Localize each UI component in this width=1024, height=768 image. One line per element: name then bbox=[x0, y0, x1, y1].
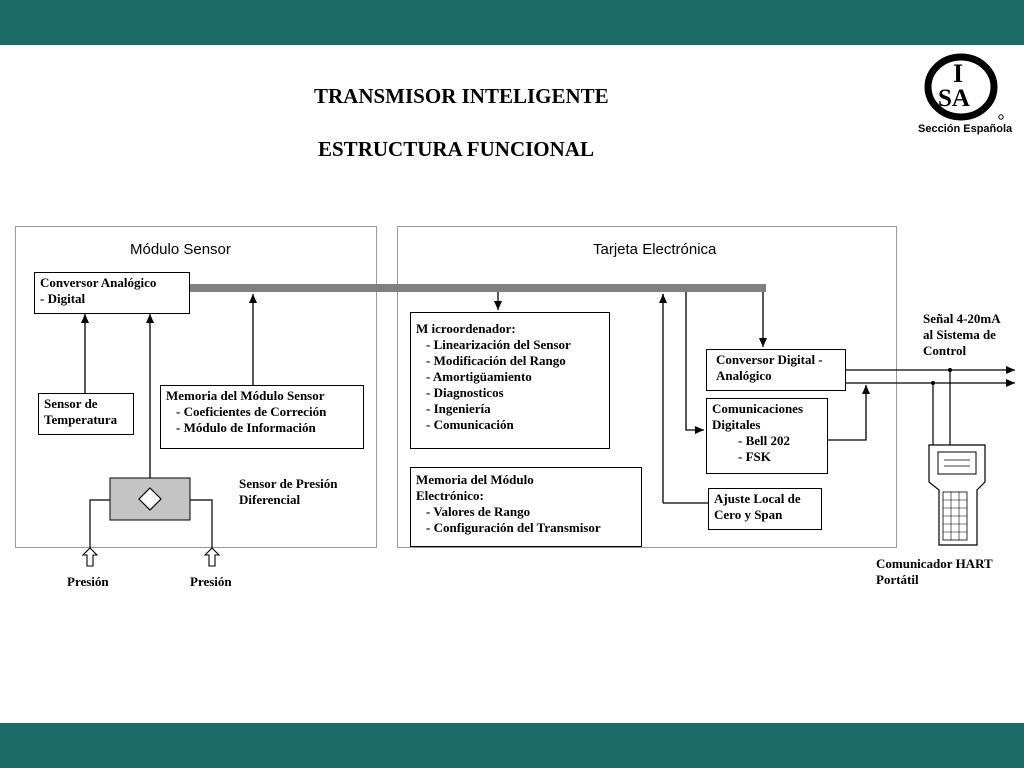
electronic-memory-box: Memoria del Módulo Electrónico: - Valore… bbox=[410, 467, 642, 547]
logo-letters-sa: SA bbox=[938, 85, 970, 112]
arrow-comms-to-output bbox=[828, 385, 870, 441]
diff-pressure-sensor-label: Sensor de Presión Diferencial bbox=[239, 476, 337, 508]
bottom-band bbox=[0, 723, 1024, 768]
signal-line1: Señal 4-20mA bbox=[923, 311, 1001, 326]
microcomputer-box: M icroordenador: - Linearización del Sen… bbox=[410, 312, 610, 449]
hart-communicator-icon bbox=[928, 444, 986, 546]
hart-communicator-label: Comunicador HART Portátil bbox=[876, 556, 993, 588]
micro-line2: - Linearización del Sensor bbox=[426, 337, 571, 352]
comms-line1: Comunicaciones bbox=[712, 401, 803, 416]
digital-comms-box: Comunicaciones Digitales - Bell 202 - FS… bbox=[706, 398, 828, 474]
adjust-line2: Cero y Span bbox=[714, 507, 783, 522]
comms-line3: - Bell 202 bbox=[738, 433, 790, 448]
temp-sensor-line2: Temperatura bbox=[44, 412, 118, 427]
pressure-right-label: Presión bbox=[190, 574, 232, 589]
ad-converter-line2: - Digital bbox=[40, 291, 86, 306]
da-converter-line2: Analógico bbox=[716, 368, 772, 383]
micro-line1: M icroordenador: bbox=[416, 321, 516, 336]
da-converter-line1: Conversor Digital - bbox=[716, 352, 823, 367]
elec-memory-line2: Electrónico: bbox=[416, 488, 484, 503]
pressure-sensor-diaphragm-icon bbox=[138, 487, 162, 511]
hart-line2: Portátil bbox=[876, 572, 919, 587]
diff-pressure-line2: Diferencial bbox=[239, 492, 301, 507]
micro-line4: - Amortigüamiento bbox=[426, 369, 532, 384]
pressure-left-label: Presión bbox=[67, 574, 109, 589]
micro-line3: - Modificación del Rango bbox=[426, 353, 566, 368]
signal-line3: Control bbox=[923, 343, 967, 358]
adjust-line1: Ajuste Local de bbox=[714, 491, 801, 506]
signal-output-label: Señal 4-20mA al Sistema de Control bbox=[923, 311, 1001, 359]
electronic-card-title: Tarjeta Electrónica bbox=[593, 241, 717, 258]
temp-sensor-line1: Sensor de bbox=[44, 396, 98, 411]
sensor-memory-line2: - Coeficientes de Correción bbox=[176, 404, 327, 419]
elec-memory-line3: - Valores de Rango bbox=[426, 504, 531, 519]
sensor-memory-line1: Memoria del Módulo Sensor bbox=[166, 388, 325, 403]
sensor-memory-box: Memoria del Módulo Sensor - Coeficientes… bbox=[160, 385, 364, 449]
micro-line7: - Comunicación bbox=[426, 417, 514, 432]
temperature-sensor-box: Sensor de Temperatura bbox=[38, 393, 134, 435]
ad-converter-box: Conversor Analógico - Digital bbox=[34, 272, 190, 314]
hart-line1: Comunicador HART bbox=[876, 556, 993, 571]
electronic-card-panel bbox=[397, 226, 897, 548]
title-line2: ESTRUCTURA FUNCIONAL bbox=[318, 137, 594, 161]
sensor-memory-line3: - Módulo de Información bbox=[176, 420, 316, 435]
comms-line2: Digitales bbox=[712, 417, 761, 432]
isa-logo-emblem: I SA bbox=[924, 53, 1004, 121]
pressure-inlet-right-icon bbox=[203, 547, 221, 567]
arrow-bus-to-comms bbox=[685, 292, 704, 434]
micro-line6: - Ingeniería bbox=[426, 401, 491, 416]
local-adjust-box: Ajuste Local de Cero y Span bbox=[708, 488, 822, 530]
sensor-module-panel bbox=[15, 226, 377, 548]
ad-converter-line1: Conversor Analógico bbox=[40, 275, 157, 290]
micro-line5: - Diagnosticos bbox=[426, 385, 504, 400]
diff-pressure-line1: Sensor de Presión bbox=[239, 476, 338, 491]
top-band bbox=[0, 0, 1024, 45]
logo-caption: Sección Española bbox=[918, 123, 1013, 135]
title-line1: TRANSMISOR INTELIGENTE bbox=[314, 84, 609, 108]
comms-line4: - FSK bbox=[738, 449, 771, 464]
sensor-module-title: Módulo Sensor bbox=[130, 241, 231, 258]
da-converter-box: Conversor Digital - Analógico bbox=[706, 349, 846, 391]
data-bus bbox=[190, 284, 766, 292]
signal-line2: al Sistema de bbox=[923, 327, 996, 342]
logo-letter-i: I bbox=[953, 59, 963, 88]
elec-memory-line4: - Configuración del Transmisor bbox=[426, 520, 601, 535]
elec-memory-line1: Memoria del Módulo bbox=[416, 472, 534, 487]
isa-logo: I SA Sección Española bbox=[917, 52, 1021, 142]
pressure-inlet-left-icon bbox=[81, 547, 99, 567]
